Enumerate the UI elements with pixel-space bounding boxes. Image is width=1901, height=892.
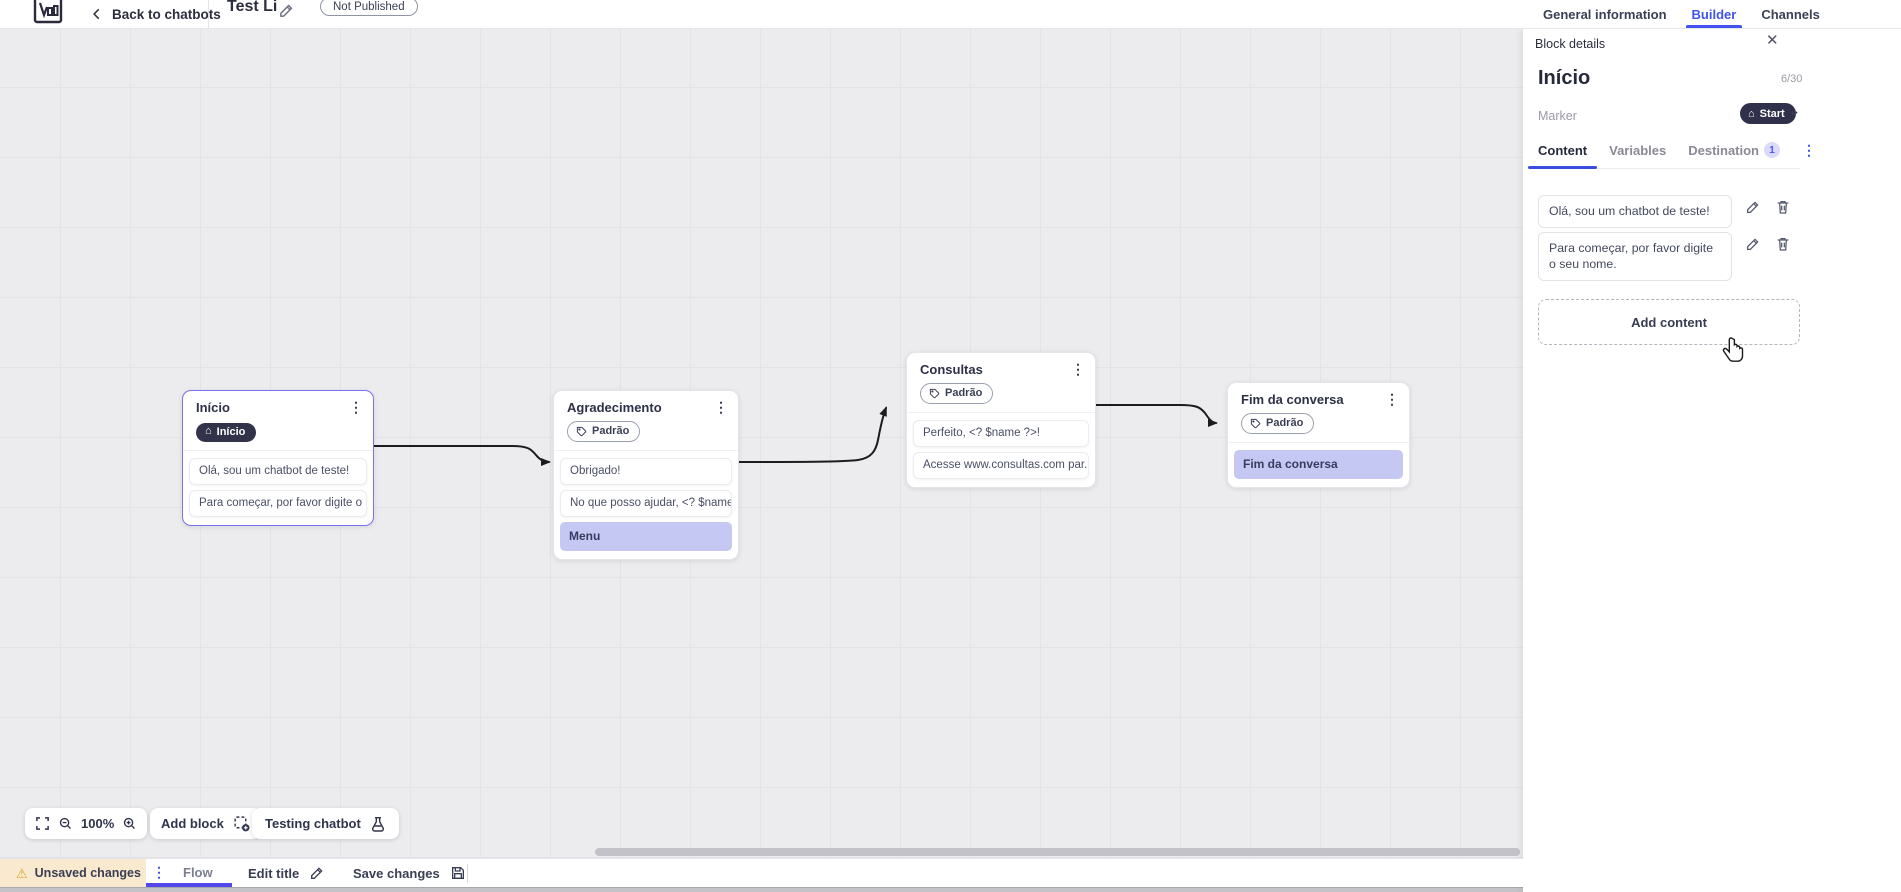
top-bar: Back to chatbots Test Li Not Published G… xyxy=(0,0,1901,29)
marker-label: Marker xyxy=(1538,109,1577,123)
delete-content-icon[interactable] xyxy=(1775,199,1791,215)
back-chevron-icon xyxy=(90,7,104,21)
home-icon: ⌂ xyxy=(205,425,212,437)
edit-content-icon[interactable] xyxy=(1745,199,1761,215)
tag-badge: Padrão xyxy=(920,383,994,404)
save-icon xyxy=(451,867,464,879)
tag-badge: Padrão xyxy=(1241,413,1315,434)
zoom-in-icon[interactable] xyxy=(122,816,137,831)
home-icon: ⌂ xyxy=(1748,107,1755,120)
block-message[interactable]: Olá, sou um chatbot de teste! xyxy=(189,457,367,485)
block-message[interactable]: Acesse www.consultas.com par... xyxy=(913,452,1089,479)
window-bottom-strip xyxy=(0,887,1523,892)
unsaved-changes-label: Unsaved changes xyxy=(34,866,141,880)
flow-block-inicio[interactable]: Início ⋮ ⌂Início Olá, sou um chatbot de … xyxy=(182,390,374,526)
zoom-toolbar: 100% xyxy=(25,808,148,839)
marker-start-dropdown[interactable]: ⌂ Start xyxy=(1740,103,1796,124)
destination-count-badge: 1 xyxy=(1764,142,1781,158)
unsaved-changes-status: ⚠ Unsaved changes xyxy=(0,859,146,887)
warning-icon: ⚠ xyxy=(16,865,28,881)
char-counter: 6/30 xyxy=(1781,73,1803,85)
edit-chatbot-title-icon[interactable] xyxy=(278,2,295,19)
flow-canvas[interactable]: Início ⋮ ⌂Início Olá, sou um chatbot de … xyxy=(0,29,1523,858)
save-changes-button[interactable]: Save changes xyxy=(353,859,466,887)
save-changes-label: Save changes xyxy=(353,865,440,881)
block-title: Início xyxy=(196,400,230,415)
start-marker-badge: ⌂Início xyxy=(196,422,257,442)
tab-destination[interactable]: Destination 1 xyxy=(1688,142,1781,158)
edit-content-icon[interactable] xyxy=(1745,236,1761,252)
add-block-button[interactable]: Add block xyxy=(150,808,261,839)
block-title: Agradecimento xyxy=(567,400,662,415)
block-title: Fim da conversa xyxy=(1241,392,1344,407)
flow-menu-icon[interactable]: ⋮ xyxy=(152,864,166,880)
zoom-level: 100% xyxy=(81,816,115,831)
block-name-field[interactable]: Início xyxy=(1538,67,1591,89)
tab-general-information[interactable]: General information xyxy=(1543,6,1667,22)
chevron-down-icon[interactable]: ⌄ xyxy=(1789,103,1800,118)
tag-icon xyxy=(929,388,940,398)
tab-content[interactable]: Content xyxy=(1527,142,1598,169)
flow-tab-underline xyxy=(146,883,232,887)
block-message[interactable]: Obrigado! xyxy=(560,458,732,485)
flask-icon xyxy=(370,816,386,832)
flow-block-agradecimento[interactable]: Agradecimento ⋮ Padrão Obrigado! No que … xyxy=(553,390,739,560)
topbar-divider xyxy=(208,0,209,28)
tab-channels[interactable]: Channels xyxy=(1761,6,1820,22)
tag-icon xyxy=(1250,418,1261,428)
panel-tabs: Content Variables Destination 1 ⋮ xyxy=(1527,142,1816,169)
flow-block-fim-da-conversa[interactable]: Fim da conversa ⋮ Padrão Fim da conversa xyxy=(1227,382,1410,488)
tab-builder[interactable]: Builder xyxy=(1685,0,1743,28)
flow-block-consultas[interactable]: Consultas ⋮ Padrão Perfeito, <? $name ?>… xyxy=(906,352,1096,488)
close-icon[interactable]: ✕ xyxy=(1766,32,1779,49)
pencil-icon xyxy=(311,867,323,879)
zoom-out-icon[interactable] xyxy=(58,816,73,831)
testing-chatbot-button[interactable]: Testing chatbot xyxy=(252,808,399,839)
block-details-panel: Block details ✕ Início 6/30 Marker ⌂ Sta… xyxy=(1523,29,1901,892)
back-to-chatbots-button[interactable]: Back to chatbots xyxy=(90,0,221,28)
block-menu-icon[interactable]: ⋮ xyxy=(714,399,728,415)
tag-badge: Padrão xyxy=(567,421,641,442)
add-content-button[interactable]: Add content xyxy=(1538,299,1800,345)
builder-top-tabs: General information Builder Channels xyxy=(1543,0,1820,28)
block-message[interactable]: Para começar, por favor digite o ... xyxy=(189,489,367,517)
delete-content-icon[interactable] xyxy=(1775,236,1791,252)
edit-title-label: Edit title xyxy=(248,865,300,881)
block-message[interactable]: No que posso ajudar, <? $name ... xyxy=(560,490,732,517)
block-title: Consultas xyxy=(920,362,983,377)
add-block-icon xyxy=(233,815,250,832)
panel-menu-icon[interactable]: ⋮ xyxy=(1802,142,1817,158)
add-block-label: Add block xyxy=(161,816,224,831)
block-button[interactable]: Fim da conversa xyxy=(1234,450,1403,479)
tag-icon xyxy=(576,426,587,436)
panel-header: Block details xyxy=(1535,37,1606,51)
back-label: Back to chatbots xyxy=(112,6,221,22)
content-item-input[interactable]: Olá, sou um chatbot de teste! xyxy=(1538,195,1732,228)
block-menu-icon[interactable]: ⋮ xyxy=(1071,361,1085,377)
block-menu-icon[interactable]: ⋮ xyxy=(349,399,363,415)
app-logo-icon[interactable] xyxy=(32,0,64,25)
block-menu-icon[interactable]: ⋮ xyxy=(1385,391,1399,407)
fullscreen-icon[interactable] xyxy=(35,816,50,831)
content-item-input[interactable]: Para começar, por favor digite o seu nom… xyxy=(1538,232,1732,281)
bottom-bar-divider xyxy=(467,864,468,883)
tab-variables[interactable]: Variables xyxy=(1609,142,1667,158)
block-message[interactable]: Perfeito, <? $name ?>! xyxy=(913,420,1089,447)
edit-title-button[interactable]: Edit title xyxy=(248,859,325,887)
chatbot-title: Test Li xyxy=(227,0,278,15)
bottom-bar: ⚠ Unsaved changes ⋮ Flow Edit title Save… xyxy=(0,858,1523,887)
block-button[interactable]: Menu xyxy=(560,522,732,551)
marker-value: Start xyxy=(1759,107,1785,120)
status-badge: Not Published xyxy=(320,0,418,16)
canvas-horizontal-scrollbar[interactable] xyxy=(595,848,1520,856)
testing-chatbot-label: Testing chatbot xyxy=(265,816,361,831)
tab-flow[interactable]: Flow xyxy=(183,865,213,880)
